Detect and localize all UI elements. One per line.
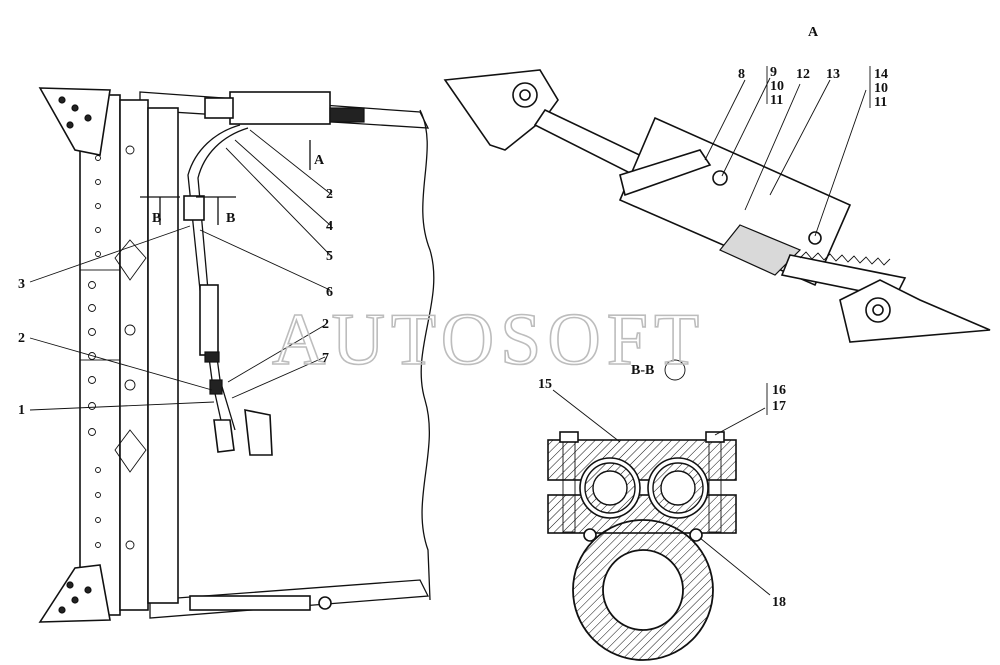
callout-4: 4 [326, 219, 333, 234]
callout-18: 18 [772, 595, 786, 610]
callout-11a: 11 [770, 93, 783, 108]
callout-13: 13 [826, 67, 840, 82]
callout-2b: 2 [326, 187, 333, 202]
section-b-right-label: B [226, 211, 235, 226]
callout-7: 7 [322, 351, 329, 366]
callout-6: 6 [326, 285, 333, 300]
callout-2c: 2 [322, 317, 329, 332]
leader-lines-left [29, 129, 333, 411]
callout-10a: 10 [770, 79, 784, 94]
callout-2a: 2 [18, 331, 25, 346]
callout-5: 5 [326, 249, 333, 264]
view-a [443, 66, 991, 343]
divider-bolts [58, 96, 92, 614]
callout-17: 17 [772, 399, 786, 414]
view-a-title: A [808, 25, 819, 40]
callout-16: 16 [772, 383, 786, 398]
arrow-a-label: A [314, 153, 325, 168]
callout-1: 1 [18, 403, 25, 418]
callout-15: 15 [538, 377, 552, 392]
callout-12: 12 [796, 67, 810, 82]
section-b-left-label: B [152, 211, 161, 226]
callout-10b: 10 [874, 81, 888, 96]
beam-holes [88, 132, 136, 550]
section-b-b [547, 359, 771, 661]
callout-14: 14 [874, 67, 888, 82]
callout-8: 8 [738, 67, 745, 82]
section-title: B-B [631, 363, 654, 378]
main-view [38, 87, 435, 623]
callout-3: 3 [18, 277, 25, 292]
callout-9: 9 [770, 65, 777, 80]
watermark: AUTOSOFT [272, 299, 705, 381]
labels: A A B B B-B 3 2 1 2 4 5 6 2 7 8 9 10 11 … [18, 25, 888, 610]
callout-11b: 11 [874, 95, 887, 110]
